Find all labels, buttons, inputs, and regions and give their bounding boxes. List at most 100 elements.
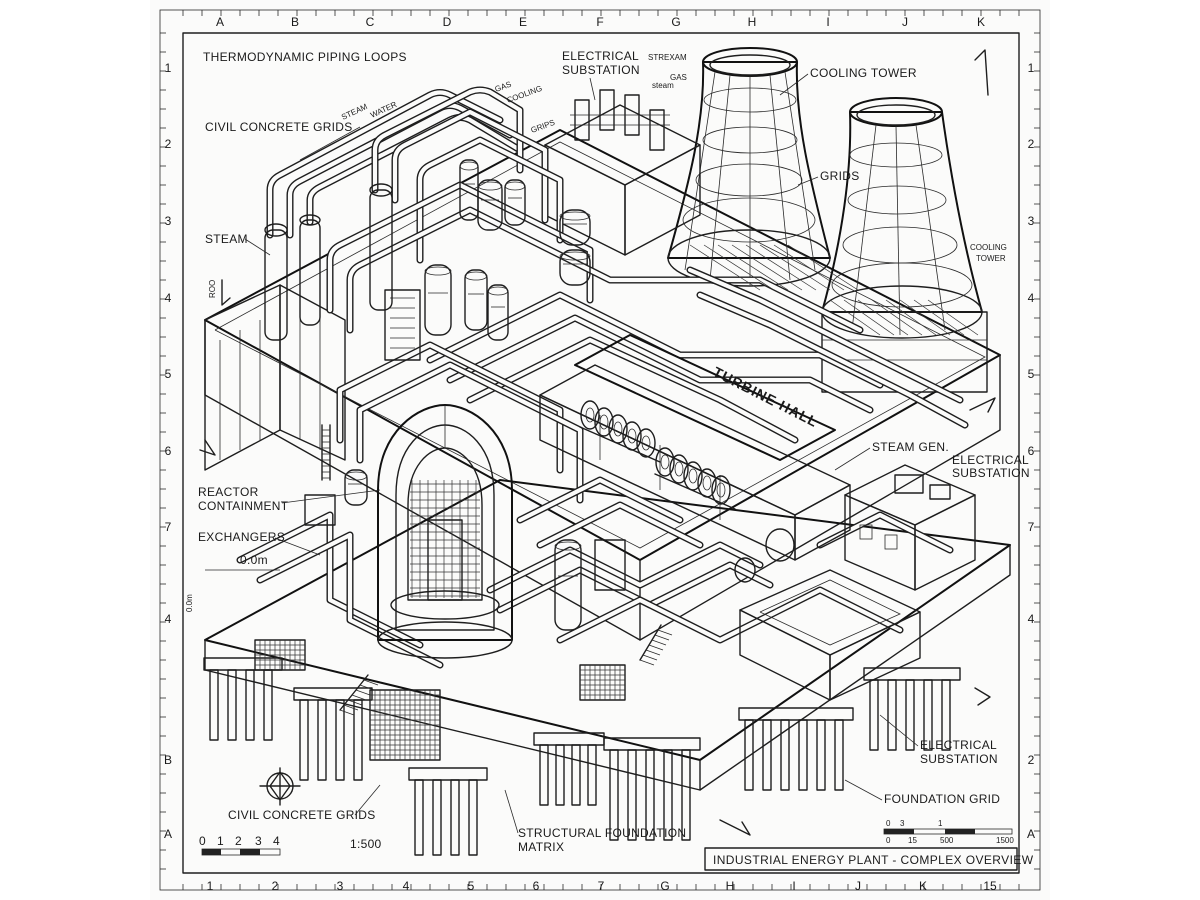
scale-left-tick: 1 [217,834,224,848]
stair-step [648,644,664,651]
grid-bottom-label: G [660,879,669,893]
pipe-inner [257,532,443,668]
pile-cap [408,767,488,781]
stairs [321,424,673,716]
grid-left-label: 5 [165,367,172,381]
label-electrical-substation-top-line2: SUBSTATION [562,63,640,77]
pipe-inner [237,512,423,648]
vessel-cap [559,251,591,261]
grid-right-label: 5 [1028,367,1035,381]
pipe-inner [447,315,873,413]
scale-left-tick: 3 [255,834,262,848]
tower-base-grid [885,299,937,336]
pipe-inner [467,337,798,443]
turbine-hub [674,461,684,477]
vessel-cap [464,271,488,281]
grid-left-label: A [164,827,172,841]
label-cooling-tower-right-line2: TOWER [976,254,1006,263]
vessel-cap [487,286,509,296]
grid-top-label: D [443,15,452,29]
stair-step [639,659,655,666]
stair-step [651,639,667,646]
label-grids: GRIDS [820,169,860,183]
turbine-rotor [669,454,689,484]
label-dim-0m-vertical: 0.0m [185,594,194,612]
process-vessel [344,469,368,506]
vessel-cap [424,266,452,276]
label-steam: STEAM [205,232,248,246]
grid-bottom-label: K [919,879,927,893]
pipe-inner [337,342,563,473]
label-foundation-grid: FOUNDATION GRID [884,792,1000,806]
label-electrical-substation-low-line1: ELECTRICAL [920,738,997,752]
exchanger-box [594,539,626,591]
pipe-label-gas-upper: GAS [670,73,687,82]
stair-step [351,694,367,701]
grid-left-label: 4 [165,291,172,305]
pipe-inner [307,115,523,225]
pipe-label-steam-small: steam [652,81,674,90]
label-structural-foundation-line1: STRUCTURAL FOUNDATION [518,826,686,840]
stair-step [654,634,670,641]
grid-bottom-label: 5 [468,879,475,893]
control-cabinet [384,289,421,361]
electrical-substation-mid [844,464,976,591]
turbine-rotor [594,407,614,437]
pile-cap [863,667,961,681]
turbine-hub [599,414,609,430]
pipe-inner [557,587,903,643]
pipe-inner [417,137,563,263]
pipe-inner [357,362,583,503]
label-electrical-substation-mid-line1: ELECTRICAL [952,453,1029,467]
label-civil-concrete-grids-bottom: CIVIL CONCRETE GRIDS [228,808,376,822]
grid-bottom: 1 2 3 4 5 6 7 G H I J K 15 [207,879,997,893]
grid-top-label: H [748,15,757,29]
grid-right-label: 3 [1028,214,1035,228]
pile-cap [203,657,283,671]
tower-base-grid [717,244,789,291]
grid-left: 1 2 3 4 5 6 7 4 B A [164,61,172,841]
border-ticks [160,10,1040,890]
pipe-inner [487,542,763,593]
label-exchangers: EXCHANGERS [198,530,285,544]
grid-bottom-label: 15 [983,879,997,893]
process-vessels [304,159,626,631]
tower-base-grid [787,244,859,291]
grid-bottom-label: 2 [272,879,279,893]
pipe-inner [687,267,963,403]
tower-base-grid [703,244,775,291]
foundation-piles [203,657,961,856]
grid-bottom-label: 7 [598,879,605,893]
pipe-inner [372,87,523,193]
lower-foundation-matrix [204,479,1011,791]
grid-bottom-label: I [792,879,795,893]
grid-top-label: F [596,15,603,29]
grid-left-label: 4 [165,612,172,626]
turbine-shaft [579,426,661,463]
stair-step [343,704,359,711]
grid-bottom-label: H [726,879,735,893]
grid-left-label: B [164,753,172,767]
vessel-cap [554,541,582,551]
tower-base-grid [913,299,965,336]
turbine-rotor [711,475,731,505]
stair-step [355,689,371,696]
turbine-hub [702,475,712,491]
turbine-rotor [580,400,600,430]
process-vessel [487,284,509,341]
exchanger-box [304,494,336,526]
grid-right-label: A [1027,827,1035,841]
grid-right-label: 1 [1028,61,1035,75]
scale-right-tick-top: 1 [938,819,943,828]
title-block: INDUSTRIAL ENERGY PLANT - COMPLEX OVERVI… [704,847,1033,871]
turbine-shaft [654,473,736,510]
tower-base-grid [899,299,951,336]
stair-step [359,684,375,691]
scale-left-tick: 0 [199,834,206,848]
grid-bottom-label: 4 [403,879,410,893]
grid-bottom-label: 1 [207,879,214,893]
scale-left-tick: 2 [235,834,242,848]
stair-rail [639,624,662,661]
grid-top-label: K [977,15,985,29]
stair-step [363,679,379,686]
